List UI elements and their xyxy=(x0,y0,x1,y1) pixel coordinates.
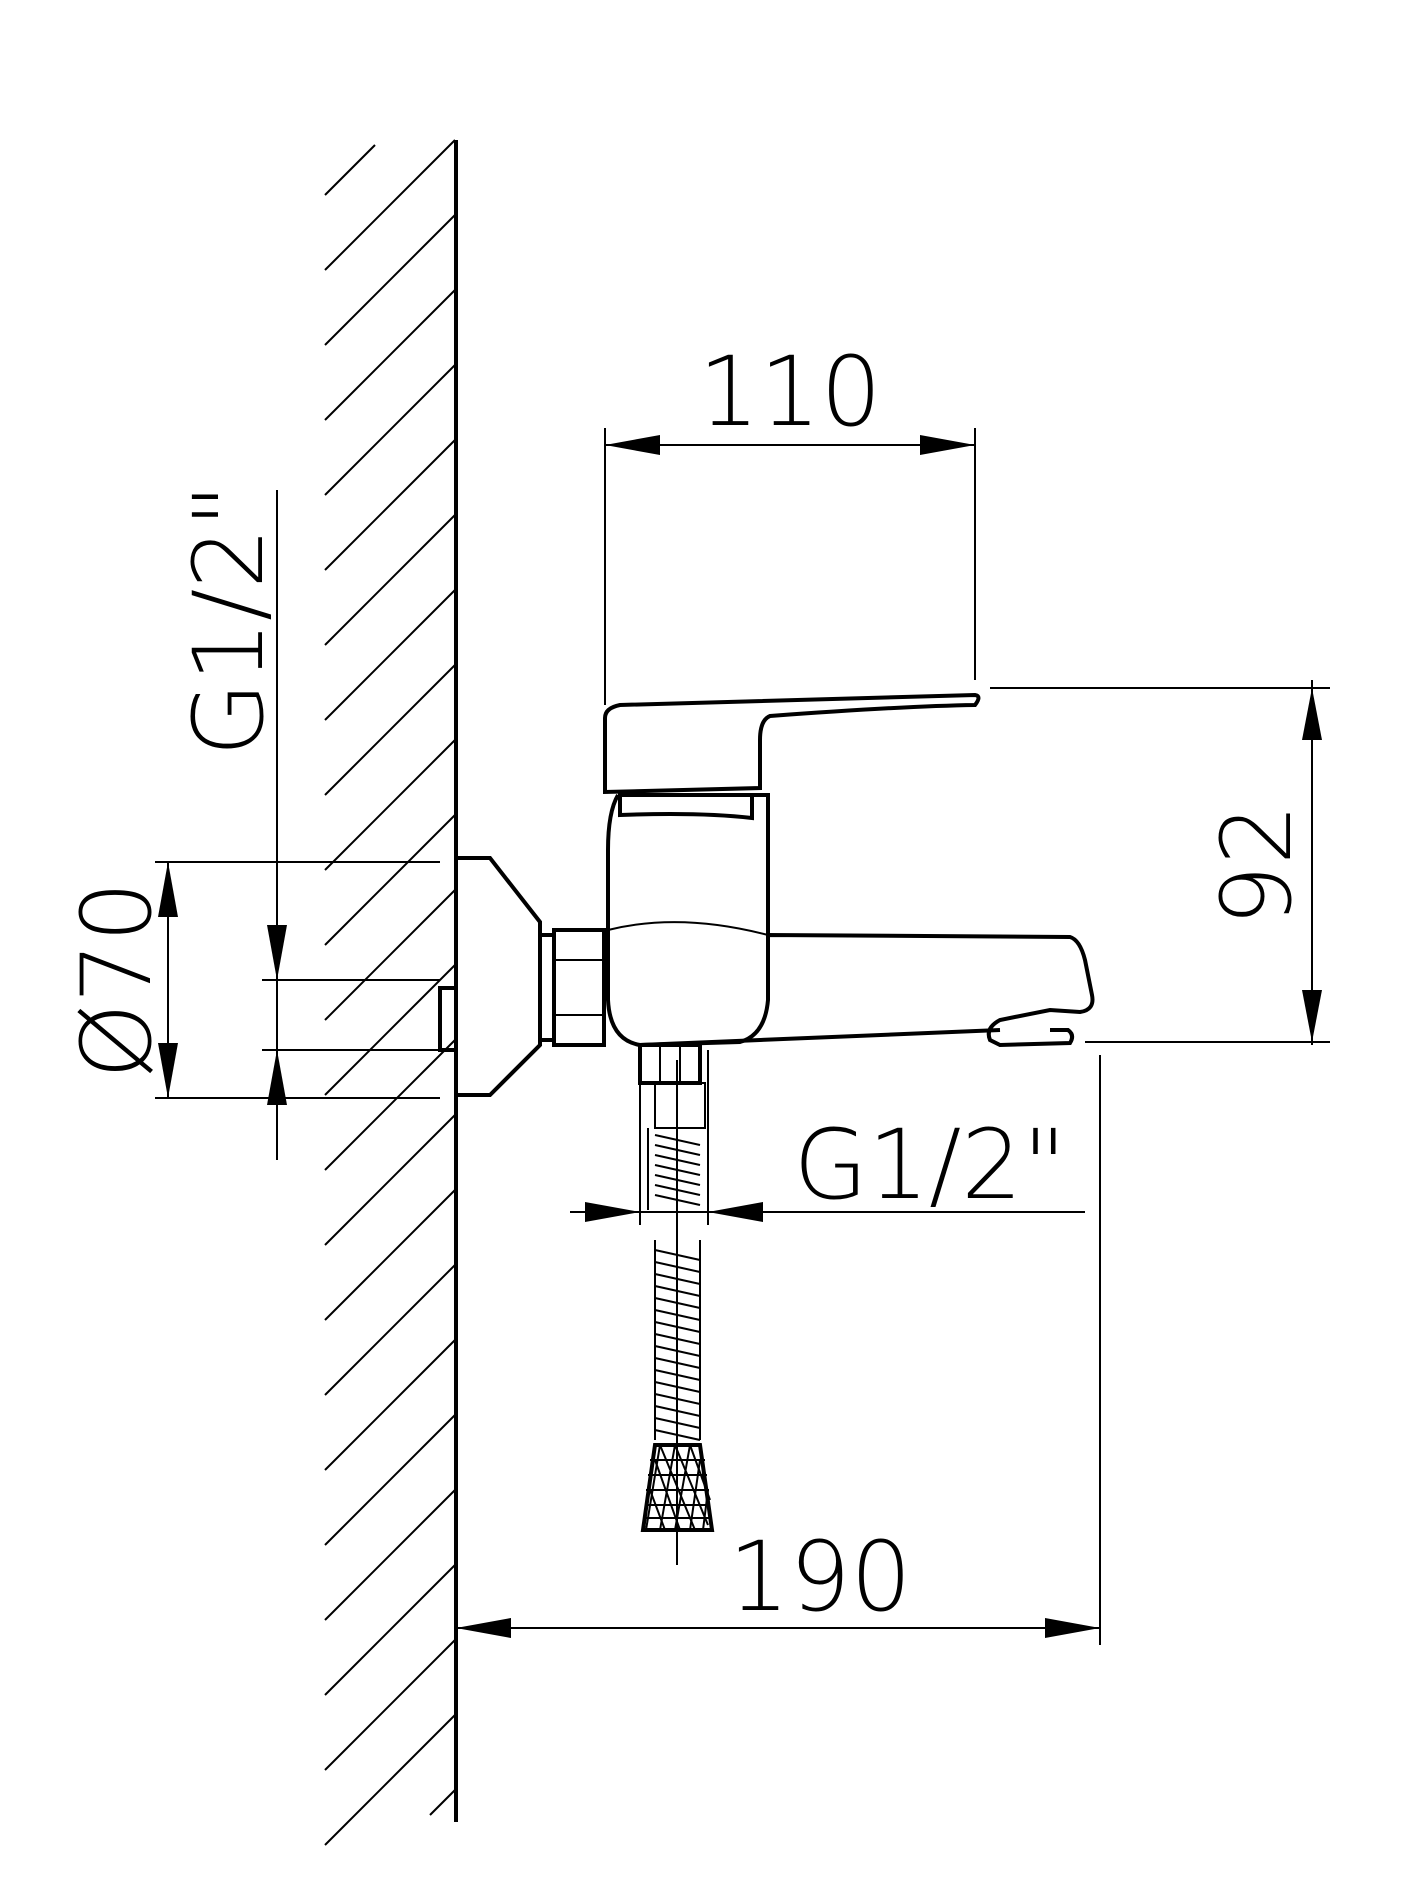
dimension-190: 190 xyxy=(456,1055,1101,1645)
dimension-190-label: 190 xyxy=(728,1521,911,1633)
dimension-outlet-thread: G1/2" xyxy=(570,1050,1085,1225)
dimension-110-label: 110 xyxy=(698,336,881,448)
wall-hatching xyxy=(324,139,456,1846)
dimension-110: 110 xyxy=(604,336,976,705)
dimension-diameter-70: Ø70 xyxy=(61,861,440,1099)
connector-nut xyxy=(538,928,606,1047)
dimension-92-label: 92 xyxy=(1201,804,1313,926)
dimension-diameter-70-label: Ø70 xyxy=(61,881,173,1079)
dimension-92: 92 xyxy=(990,680,1330,1045)
dimension-wall-thread-label: G1/2" xyxy=(173,483,285,756)
flexible-hose xyxy=(640,1060,715,1565)
dimension-wall-thread: G1/2" xyxy=(173,483,440,1160)
mixer-body xyxy=(603,692,1095,1048)
outlet-fitting xyxy=(638,1043,706,1129)
dimension-outlet-thread-label: G1/2" xyxy=(793,1109,1066,1221)
